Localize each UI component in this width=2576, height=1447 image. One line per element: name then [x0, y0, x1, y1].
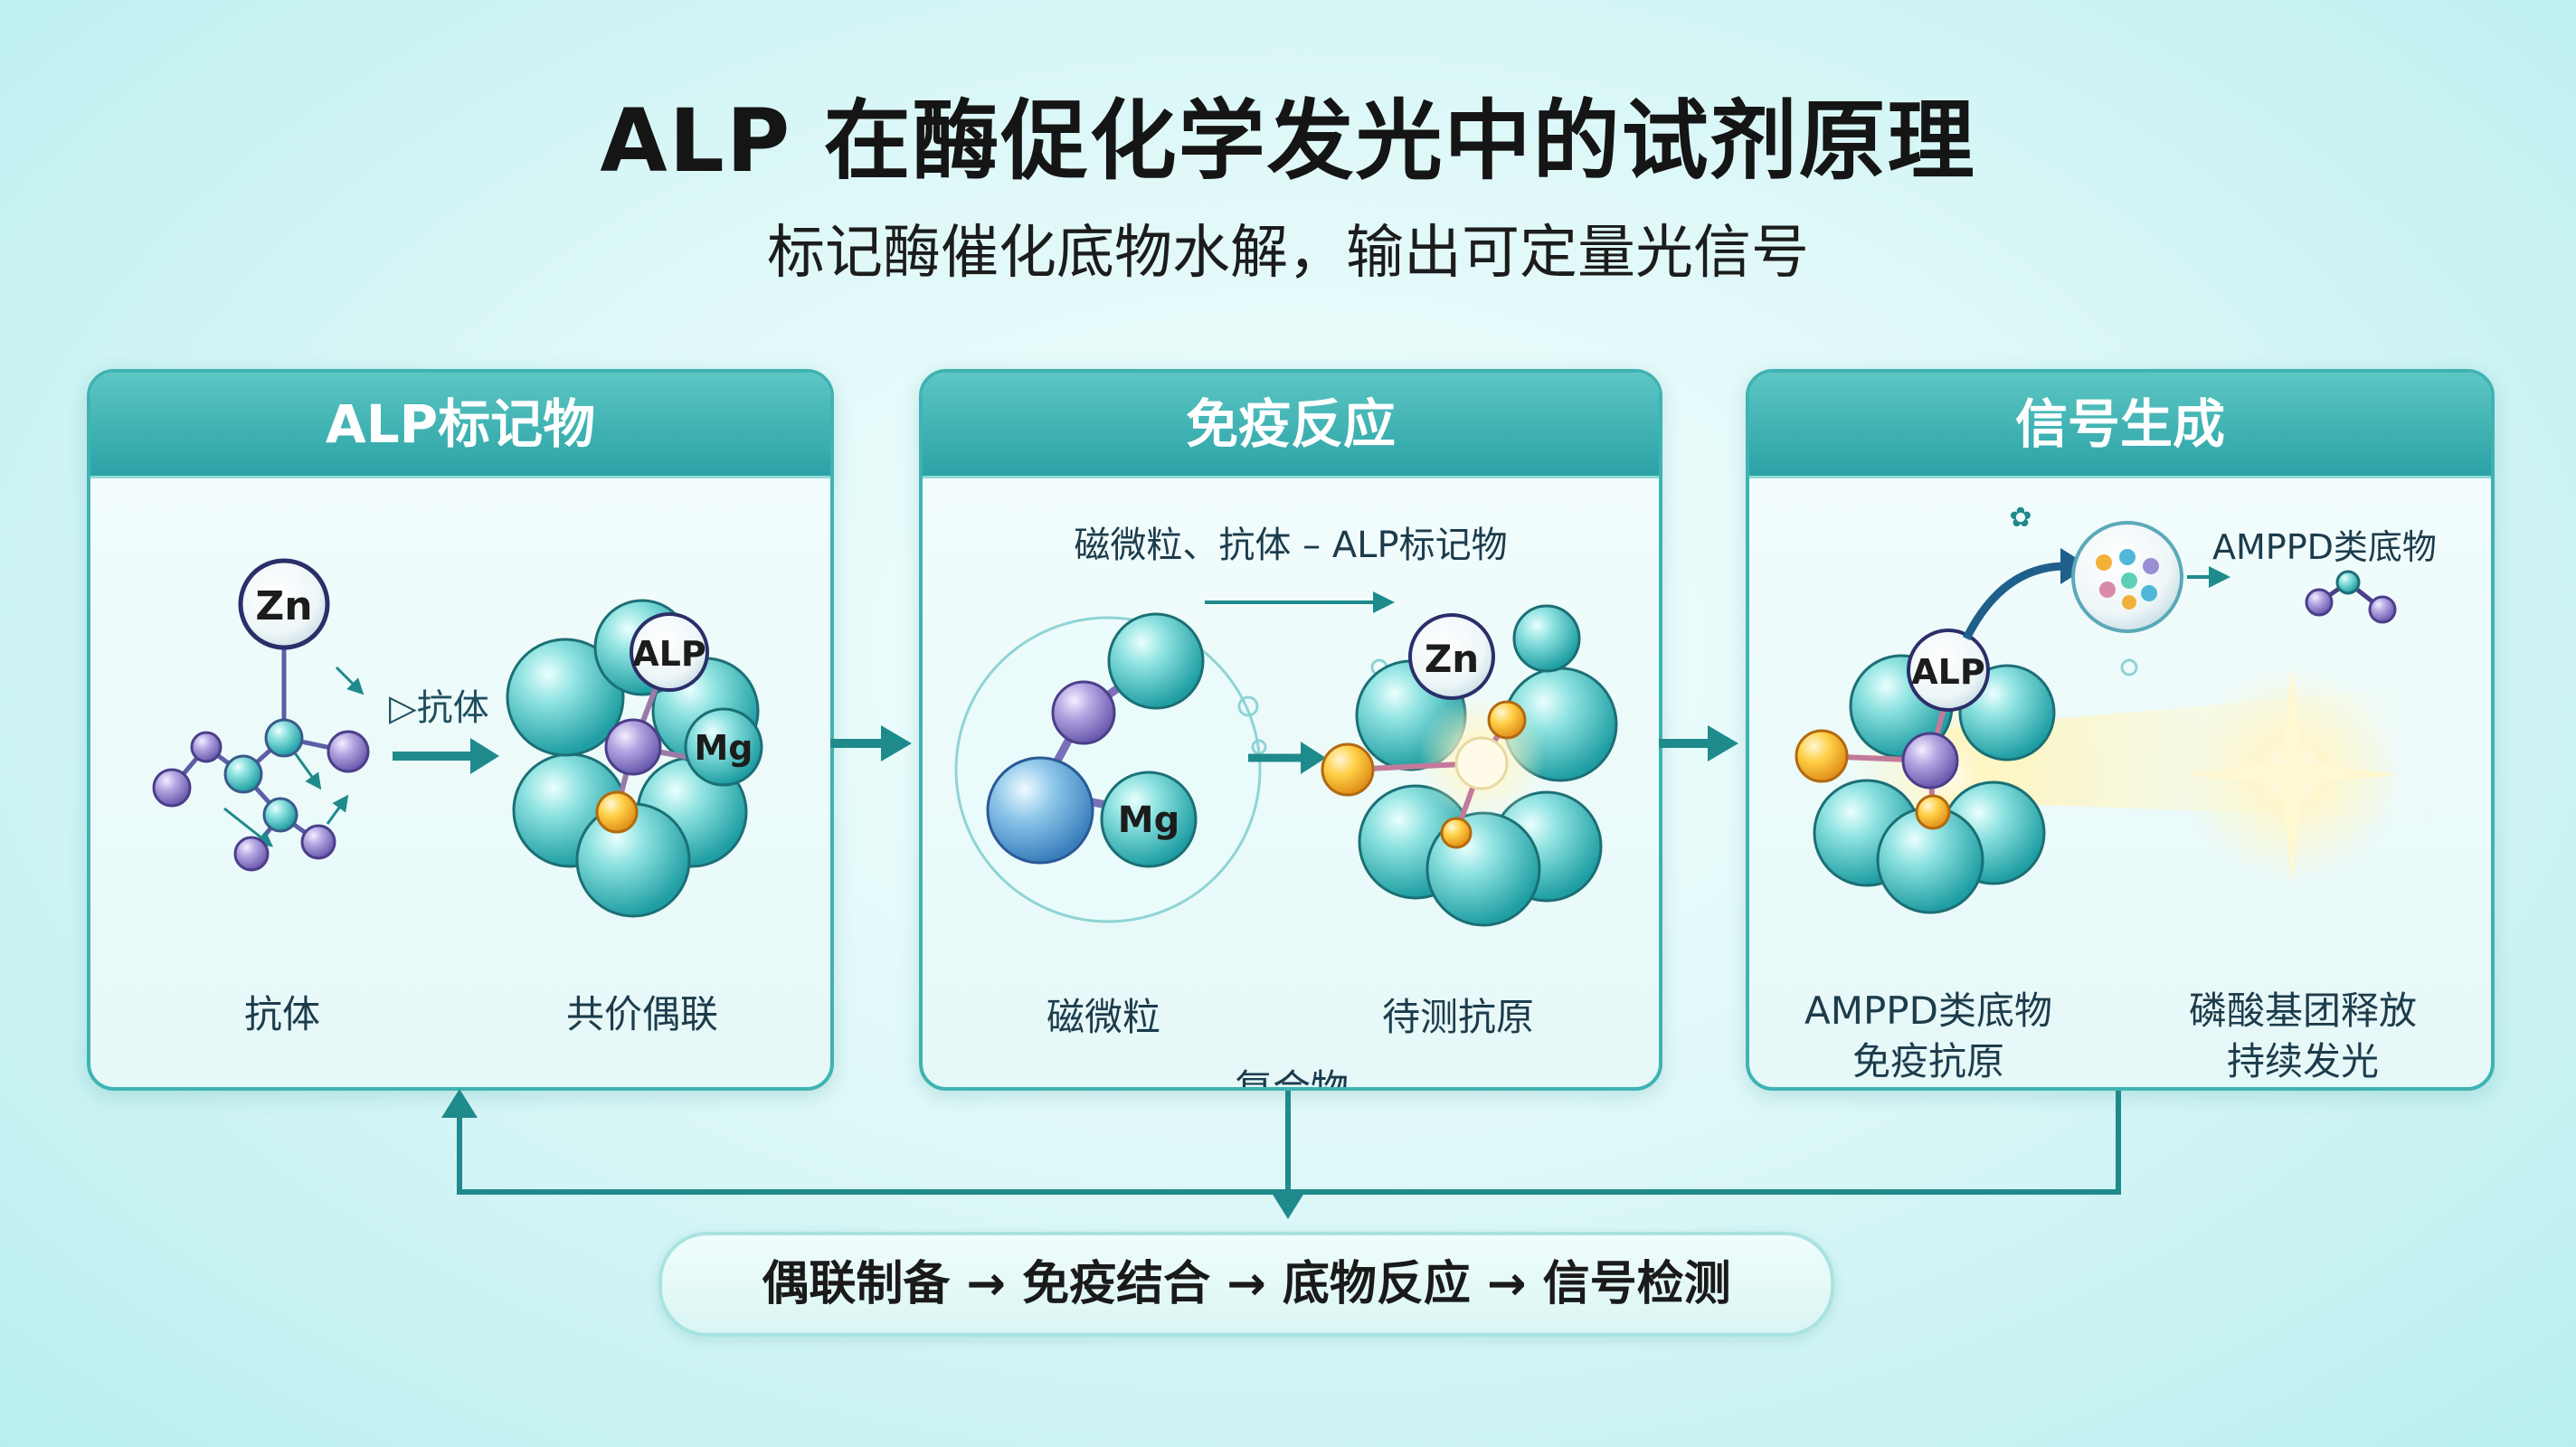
- substrate-bubble-icon: [2071, 521, 2183, 633]
- process-flow-bar: 偶联制备 → 免疫结合 → 底物反应 → 信号检测: [658, 1232, 1834, 1337]
- panel-arrow-2-icon: [1659, 725, 1738, 761]
- page-subtitle: 标记酶催化底物水解，输出可定量光信号: [767, 220, 1809, 287]
- alp-conjugate-icon: ALP Mg: [506, 599, 763, 918]
- panel-signal-generation: 信号生成 ALP ✿: [1746, 369, 2495, 1091]
- panel-header: 信号生成: [1749, 373, 2491, 478]
- binding-arrow-icon: [1248, 742, 1326, 774]
- substrate-label: AMPPD类底物: [2212, 527, 2437, 567]
- atom-zn-label: Zn: [1425, 637, 1479, 681]
- svg-text:✿: ✿: [2009, 502, 2031, 534]
- caption-covalent-coupling: 共价偶联: [566, 992, 718, 1036]
- alp-enzyme-icon: ALP: [1795, 629, 2056, 914]
- caption-target-antigen: 待测抗原: [1382, 995, 1534, 1039]
- coupling-arrow-icon: ▷抗体: [389, 687, 499, 774]
- caption-antibody: 抗体: [244, 992, 320, 1036]
- panel-immune-reaction: 免疫反应 磁微粒、抗体 – ALP标记物 Mg: [919, 369, 1662, 1091]
- arrow-label: ▷抗体: [389, 687, 489, 729]
- panel-header: ALP标记物: [90, 373, 830, 478]
- signal-generation-illustration: ALP ✿ AMPPD类底物 AMPPD类底物 免疫抗原 磷酸基团释: [1795, 502, 2437, 1083]
- panel-alp-label: ALP标记物 Zn: [87, 369, 834, 1091]
- product-molecule-icon: [2305, 570, 2397, 624]
- panel-arrow-1-icon: [830, 725, 912, 761]
- caption-continuous-glow: 持续发光: [2227, 1039, 2379, 1083]
- panel-header: 免疫反应: [923, 373, 1659, 478]
- caption-phosphate-release: 磷酸基团释放: [2189, 988, 2417, 1033]
- caption-immune-antigen: 免疫抗原: [1852, 1039, 2004, 1083]
- atom-alp-label: ALP: [632, 634, 706, 674]
- antibody-molecule-icon: Zn: [152, 558, 370, 872]
- magnetic-bead-icon: Mg: [954, 612, 1267, 923]
- reaction-top-label: 磁微粒、抗体 – ALP标记物: [1074, 525, 1507, 566]
- feedback-loop-icon: [441, 1089, 2121, 1219]
- caption-substrate: AMPPD类底物: [1804, 988, 2052, 1033]
- immune-reaction-illustration: 磁微粒、抗体 – ALP标记物 Mg: [954, 525, 1618, 1087]
- caption-magnetic-bead: 磁微粒: [1046, 995, 1160, 1039]
- atom-mg-label: Mg: [694, 728, 753, 768]
- atom-alp-label: ALP: [1911, 652, 1984, 692]
- atom-zn-label: Zn: [255, 583, 312, 629]
- caption-complex: 复合物: [1235, 1066, 1349, 1087]
- alp-label-illustration: Zn ▷抗体 ALP Mg 抗体 共价偶联: [152, 558, 763, 1036]
- antigen-complex-icon: Zn: [1321, 604, 1618, 927]
- atom-mg-label: Mg: [1118, 799, 1179, 841]
- page-title: ALP 在酶促化学发光中的试剂原理: [600, 90, 1976, 192]
